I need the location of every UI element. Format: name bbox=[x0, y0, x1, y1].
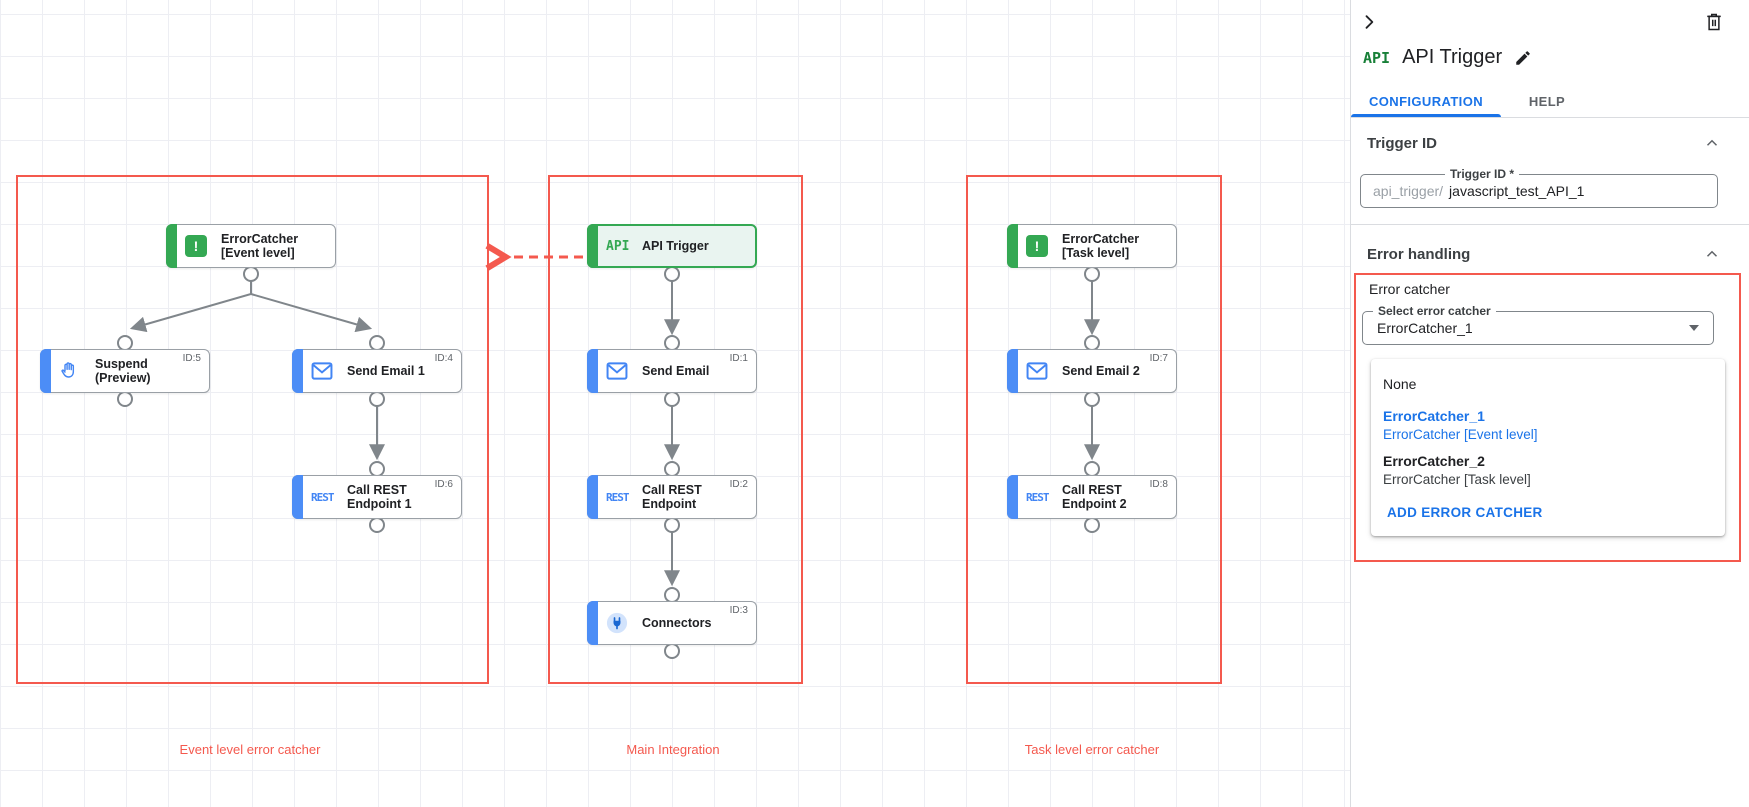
main-integration-group-box bbox=[548, 175, 803, 684]
trigger-id-field-label: Trigger ID * bbox=[1445, 167, 1520, 181]
node-errorcatcher-event-level[interactable]: ! ErrorCatcher [Event level] bbox=[166, 224, 336, 268]
node-call-rest-endpoint-2[interactable]: REST Call REST Endpoint 2 ID:8 bbox=[1007, 475, 1177, 519]
email-icon bbox=[606, 362, 642, 380]
tab-configuration[interactable]: CONFIGURATION bbox=[1351, 85, 1501, 117]
task-id-badge: ID:7 bbox=[1149, 353, 1168, 364]
task-id-badge: ID:5 bbox=[182, 353, 201, 364]
menu-option-none[interactable]: None bbox=[1383, 376, 1417, 392]
trigger-id-field[interactable]: Trigger ID * api_trigger/ javascript_tes… bbox=[1360, 167, 1718, 208]
task-id-badge: ID:6 bbox=[434, 479, 453, 490]
error-catcher-icon: ! bbox=[185, 235, 221, 257]
email-icon bbox=[311, 362, 347, 380]
task-id-badge: ID:4 bbox=[434, 353, 453, 364]
task-id-badge: ID:2 bbox=[729, 479, 748, 490]
add-error-catcher-button[interactable]: ADD ERROR CATCHER bbox=[1387, 505, 1543, 520]
task-id-badge: ID:8 bbox=[1149, 479, 1168, 490]
panel-tabs: CONFIGURATION HELP bbox=[1351, 85, 1749, 118]
node-errorcatcher-task-level[interactable]: ! ErrorCatcher [Task level] bbox=[1007, 224, 1177, 268]
node-call-rest-endpoint[interactable]: REST Call REST Endpoint ID:2 bbox=[587, 475, 757, 519]
menu-option-errorcatcher-2[interactable]: ErrorCatcher_2 ErrorCatcher [Task level] bbox=[1383, 453, 1531, 487]
rest-icon: REST bbox=[311, 490, 334, 504]
caption-main-integration: Main Integration bbox=[626, 742, 720, 757]
menu-option-errorcatcher-1[interactable]: ErrorCatcher_1 ErrorCatcher [Event level… bbox=[1383, 408, 1538, 442]
rest-icon: REST bbox=[1026, 490, 1049, 504]
task-id-badge: ID:1 bbox=[729, 353, 748, 364]
dropdown-arrow-icon bbox=[1689, 325, 1699, 331]
config-panel: API API Trigger CONFIGURATION HELP Trigg… bbox=[1350, 0, 1749, 807]
integration-canvas[interactable]: ! ErrorCatcher [Event level] Suspend (Pr… bbox=[0, 0, 1350, 807]
connector-icon bbox=[606, 612, 642, 634]
error-catcher-select[interactable]: Select error catcher ErrorCatcher_1 bbox=[1362, 304, 1714, 345]
chevron-up-icon[interactable] bbox=[1703, 245, 1721, 263]
api-icon: API bbox=[606, 238, 630, 254]
node-send-email-2[interactable]: Send Email 2 ID:7 bbox=[1007, 349, 1177, 393]
node-api-trigger[interactable]: API API Trigger bbox=[587, 224, 757, 268]
panel-title: API Trigger bbox=[1402, 46, 1503, 68]
trigger-id-value: javascript_test_API_1 bbox=[1449, 183, 1585, 199]
caption-task-level: Task level error catcher bbox=[1024, 742, 1160, 757]
section-title-trigger-id: Trigger ID bbox=[1367, 134, 1438, 152]
delete-trigger-icon[interactable] bbox=[1705, 12, 1723, 32]
node-suspend[interactable]: Suspend (Preview) ID:5 bbox=[40, 349, 210, 393]
error-catcher-icon: ! bbox=[1026, 235, 1062, 257]
edit-title-icon[interactable] bbox=[1514, 49, 1532, 67]
section-title-error-handling: Error handling bbox=[1367, 245, 1471, 263]
select-label: Select error catcher bbox=[1373, 304, 1496, 318]
error-catcher-highlight-box: Error catcher Select error catcher Error… bbox=[1354, 273, 1741, 562]
section-divider bbox=[1351, 224, 1749, 225]
caption-event-level: Event level error catcher bbox=[179, 742, 321, 757]
chevron-up-icon[interactable] bbox=[1703, 134, 1721, 152]
task-level-group-box bbox=[966, 175, 1222, 684]
event-level-group-box bbox=[16, 175, 489, 684]
trigger-id-prefix: api_trigger/ bbox=[1373, 183, 1444, 199]
node-send-email[interactable]: Send Email ID:1 bbox=[587, 349, 757, 393]
node-send-email-1[interactable]: Send Email 1 ID:4 bbox=[292, 349, 462, 393]
tab-help[interactable]: HELP bbox=[1528, 93, 1566, 109]
api-trigger-icon: API bbox=[1363, 48, 1391, 67]
error-catcher-menu: None ErrorCatcher_1 ErrorCatcher [Event … bbox=[1371, 359, 1725, 536]
error-catcher-label: Error catcher bbox=[1369, 281, 1450, 297]
select-value: ErrorCatcher_1 bbox=[1377, 320, 1473, 336]
collapse-panel-icon[interactable] bbox=[1359, 12, 1379, 32]
email-icon bbox=[1026, 362, 1062, 380]
hand-icon bbox=[59, 361, 95, 381]
task-id-badge: ID:3 bbox=[729, 605, 748, 616]
rest-icon: REST bbox=[606, 490, 629, 504]
node-call-rest-endpoint-1[interactable]: REST Call REST Endpoint 1 ID:6 bbox=[292, 475, 462, 519]
node-connectors[interactable]: Connectors ID:3 bbox=[587, 601, 757, 645]
